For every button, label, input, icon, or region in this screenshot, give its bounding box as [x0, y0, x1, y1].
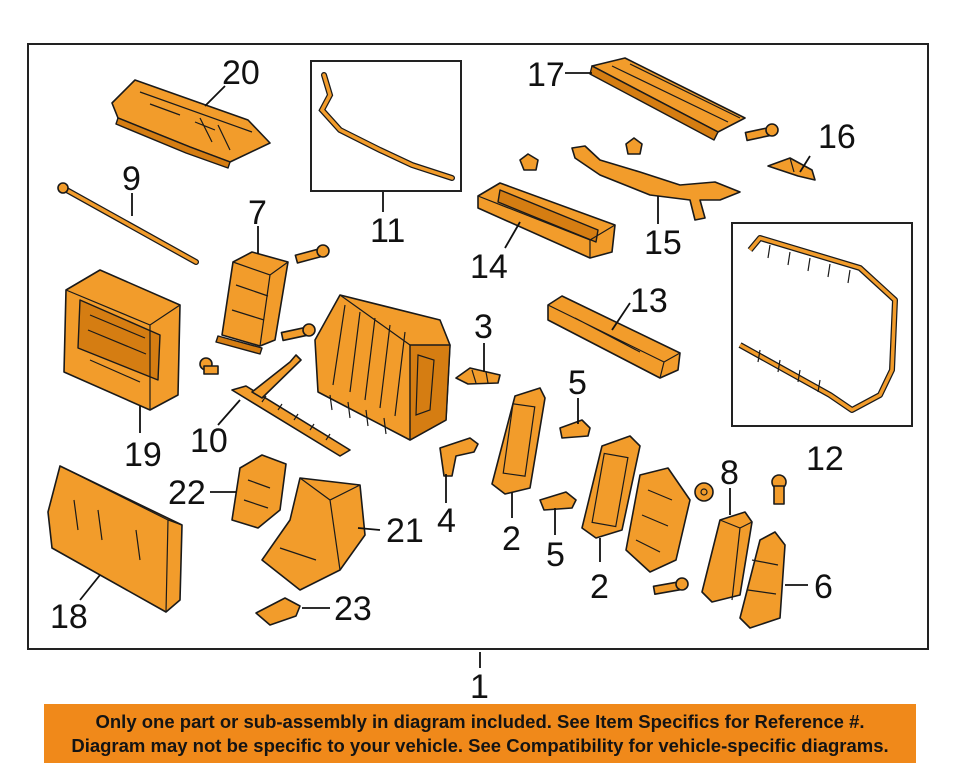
callout-5a: 5 — [568, 364, 587, 402]
part-2-cell-b[interactable] — [581, 435, 641, 539]
callout-14: 14 — [470, 248, 508, 286]
callout-12: 12 — [806, 440, 844, 478]
diagram-frame — [27, 43, 929, 650]
leader-lines — [79, 72, 811, 668]
callout-15: 15 — [644, 224, 682, 262]
part-16-clip[interactable] — [767, 157, 816, 181]
callout-1: 1 — [470, 668, 489, 706]
part-12-harness[interactable] — [738, 235, 898, 413]
nut-8[interactable] — [694, 482, 714, 502]
inset-box-11 — [310, 60, 462, 192]
callout-11: 11 — [370, 212, 405, 250]
disclaimer-line-2: Diagram may not be specific to your vehi… — [71, 735, 889, 756]
part-23-clip[interactable] — [255, 597, 301, 626]
callout-3: 3 — [474, 308, 493, 346]
callout-2a: 2 — [502, 520, 521, 558]
callout-21: 21 — [386, 512, 424, 550]
control-unit[interactable] — [625, 467, 691, 573]
bolt-7a[interactable] — [294, 244, 330, 264]
callout-6: 6 — [814, 568, 833, 606]
part-7-bracket[interactable] — [215, 251, 289, 355]
bolt-10[interactable] — [199, 357, 219, 375]
callout-18: 18 — [50, 598, 88, 636]
part-5-clip-b[interactable] — [539, 491, 577, 511]
part-14-tray[interactable] — [477, 182, 616, 259]
callout-23: 23 — [334, 590, 372, 628]
callout-8: 8 — [720, 454, 739, 492]
callout-16: 16 — [818, 118, 856, 156]
callout-13: 13 — [630, 282, 668, 320]
bolt-bottom[interactable] — [652, 577, 689, 595]
callout-22: 22 — [168, 474, 206, 512]
part-10-busbar[interactable] — [231, 354, 351, 457]
part-15-duct[interactable] — [519, 137, 741, 221]
part-4-bracket[interactable] — [439, 437, 479, 477]
inset-box-12 — [731, 222, 913, 427]
part-9-rod[interactable] — [57, 182, 199, 265]
part-8-module[interactable] — [701, 511, 753, 603]
callout-7: 7 — [248, 194, 267, 232]
part-3-clip[interactable] — [455, 367, 501, 385]
part-13-bracket[interactable] — [547, 295, 681, 379]
callout-20: 20 — [222, 54, 260, 92]
bolt-8[interactable] — [771, 474, 787, 505]
disclaimer-banner: Only one part or sub-assembly in diagram… — [44, 704, 916, 763]
callout-4: 4 — [437, 502, 456, 540]
part-21-duct[interactable] — [261, 477, 366, 591]
part-20-cover[interactable] — [111, 79, 271, 169]
callout-9: 9 — [122, 160, 141, 198]
callout-19: 19 — [124, 436, 162, 474]
callout-17: 17 — [527, 56, 565, 94]
part-5-clip-a[interactable] — [559, 419, 591, 439]
battery-module[interactable] — [314, 294, 451, 441]
part-11-harness[interactable] — [318, 72, 455, 181]
bolt-7b[interactable] — [280, 323, 316, 342]
part-22-bracket[interactable] — [231, 454, 287, 529]
part-2-cell-a[interactable] — [491, 387, 546, 495]
disclaimer-line-1: Only one part or sub-assembly in diagram… — [95, 711, 865, 732]
callout-2b: 2 — [590, 568, 609, 606]
part-18-plate[interactable] — [47, 465, 183, 613]
callout-10: 10 — [190, 422, 228, 460]
bolt-17[interactable] — [744, 123, 779, 142]
part-19-housing[interactable] — [63, 269, 181, 411]
part-17-cover[interactable] — [589, 57, 746, 141]
part-6-bracket[interactable] — [739, 531, 786, 629]
callout-5b: 5 — [546, 536, 565, 574]
